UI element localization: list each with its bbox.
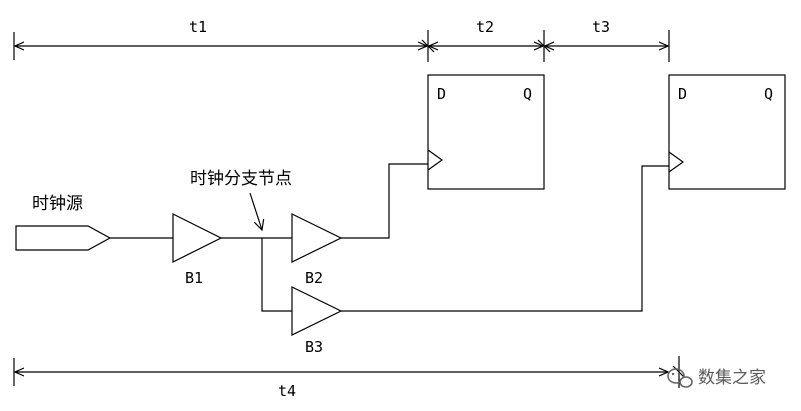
flip-flop-2-q-label: Q [764, 85, 773, 103]
t3-label: t3 [592, 18, 610, 36]
timing-t4: t4 [13, 356, 686, 400]
buffer-b1-triangle [172, 213, 223, 263]
timing-t2: t2 [421, 18, 543, 62]
branch-node-arrow [249, 192, 262, 230]
flip-flop-2-clock-pin [668, 151, 685, 173]
flip-flop-2-d-label: D [678, 85, 687, 103]
wires [110, 163, 669, 312]
buffer-b3-triangle [291, 286, 343, 336]
buffer-b1: B1 [172, 213, 223, 287]
wire-b3-to-ff2 [341, 165, 669, 312]
buffer-b3: B3 [291, 286, 343, 356]
wechat-icon [667, 368, 693, 388]
flip-flop-1-q-label: Q [523, 85, 532, 103]
flip-flop-1-clock-pin [427, 149, 444, 171]
wire-b2-to-ff1 [341, 163, 428, 239]
buffer-b1-label: B1 [185, 269, 203, 287]
timing-t3: t3 [537, 18, 670, 62]
timing-t1: t1 [13, 18, 427, 60]
clock-source-shape [15, 225, 112, 251]
buffer-b2-triangle [291, 213, 343, 263]
buffer-b2-label: B2 [305, 269, 323, 287]
buffer-b3-label: B3 [305, 338, 323, 356]
watermark-text: 数集之家 [698, 368, 766, 388]
t1-label: t1 [189, 18, 207, 36]
buffer-b2: B2 [291, 213, 343, 287]
flip-flop-1: D Q [427, 74, 545, 190]
watermark: 数集之家 [667, 368, 766, 388]
wire-branch-to-b3 [261, 238, 292, 312]
branch-node-label: 时钟分支节点 [190, 169, 292, 189]
flip-flop-2: D Q [668, 74, 786, 190]
flip-flop-1-box [427, 74, 545, 190]
t4-label: t4 [278, 382, 296, 400]
t2-label: t2 [476, 18, 494, 36]
clock-source: 时钟源 [15, 194, 112, 251]
branch-node-annotation: 时钟分支节点 [190, 169, 292, 230]
clock-source-label: 时钟源 [32, 194, 83, 214]
t4-tick-mark [672, 365, 686, 379]
flip-flop-1-d-label: D [437, 85, 446, 103]
flip-flop-2-box [668, 74, 786, 190]
